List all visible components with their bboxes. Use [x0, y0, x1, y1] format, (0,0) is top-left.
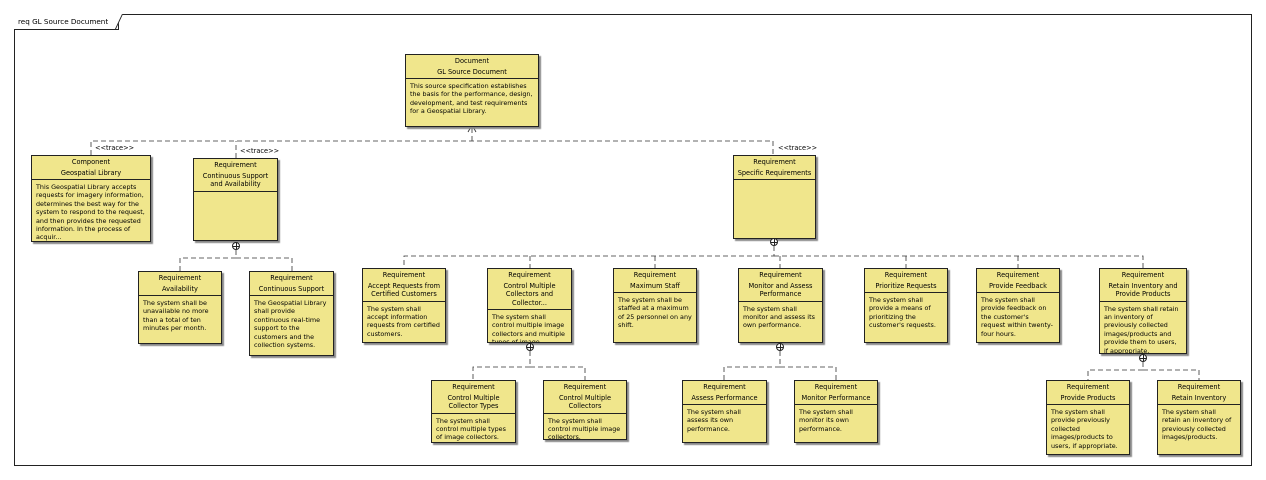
containment-icon-csa [232, 242, 240, 250]
box-text: The system shall assess its own performa… [683, 404, 766, 436]
box-name: Availability [162, 284, 198, 293]
trace-label-spec: <<trace>> [778, 144, 818, 152]
box-kind: Component [71, 158, 111, 166]
box-name: GL Source Document [437, 67, 507, 76]
box-name: Retain Inventory [1171, 393, 1227, 402]
box-text: The system shall provide previously coll… [1047, 404, 1129, 453]
requirement-specific-requirements[interactable]: Requirement Specific Requirements [733, 155, 816, 239]
box-name: Provide Feedback [989, 281, 1047, 290]
requirement-retain-inventory[interactable]: Requirement Retain Inventory The system … [1157, 380, 1241, 455]
requirement-prioritize-requests[interactable]: Requirement Prioritize Requests The syst… [864, 268, 948, 343]
requirement-provide-feedback[interactable]: Requirement Provide Feedback The system … [976, 268, 1060, 343]
box-text: The system shall provide feedback on the… [977, 292, 1059, 341]
box-name: Provide Products [1060, 393, 1116, 402]
box-text: The system shall be unavailable no more … [139, 295, 221, 336]
box-text [194, 190, 277, 198]
box-kind: Requirement [158, 274, 202, 282]
box-kind: Requirement [633, 271, 677, 279]
box-text: The system shall retain an inventory of … [1100, 300, 1186, 353]
box-kind: Requirement [814, 383, 858, 391]
box-name: Continuous Support and Availability [202, 171, 269, 189]
requirement-assess-performance[interactable]: Requirement Assess Performance The syste… [682, 380, 767, 443]
requirement-provide-products[interactable]: Requirement Provide Products The system … [1046, 380, 1130, 455]
box-name: Prioritize Requests [875, 281, 937, 290]
requirement-accept-requests[interactable]: Requirement Accept Requests from Certifi… [362, 268, 446, 343]
component-geospatial-library[interactable]: Component Geospatial Library This Geospa… [31, 155, 151, 242]
box-name: Monitor Performance [801, 393, 871, 402]
box-name: Control Multiple Collectors and Collecto… [503, 281, 556, 307]
requirement-continuous-support-availability[interactable]: Requirement Continuous Support and Avail… [193, 158, 278, 241]
containment-icon-map [776, 343, 784, 351]
containment-icon-cmcc [526, 343, 534, 351]
box-kind: Requirement [996, 271, 1040, 279]
requirement-control-multiple-collectors[interactable]: Requirement Control Multiple Collectors … [543, 380, 627, 440]
box-text [734, 179, 815, 186]
trace-label-component: <<trace>> [95, 144, 135, 152]
requirement-maximum-staff[interactable]: Requirement Maximum Staff The system sha… [613, 268, 697, 343]
box-text: The system shall retain an inventory of … [1158, 404, 1240, 445]
box-kind: Document [454, 57, 490, 65]
box-text: The system shall be staffed at a maximum… [614, 292, 696, 333]
requirement-control-multiple-collectors-types[interactable]: Requirement Control Multiple Collectors … [487, 268, 572, 343]
box-name: Control Multiple Collector Types [447, 393, 500, 411]
box-text: The system shall monitor and assess its … [739, 300, 822, 333]
box-kind: Requirement [270, 274, 313, 282]
frame-label: req GL Source Document [14, 14, 120, 30]
box-kind: Requirement [884, 271, 928, 279]
box-kind: Requirement [703, 383, 746, 391]
box-kind: Requirement [753, 158, 796, 166]
box-kind: Requirement [1121, 271, 1165, 279]
box-kind: Requirement [1177, 383, 1221, 391]
box-text: The system shall accept information requ… [363, 300, 445, 342]
requirement-availability[interactable]: Requirement Availability The system shal… [138, 271, 222, 344]
box-name: Retain Inventory and Provide Products [1108, 281, 1178, 299]
requirement-monitor-assess-performance[interactable]: Requirement Monitor and Assess Performan… [738, 268, 823, 343]
box-name: Geospatial Library [60, 168, 122, 177]
box-text: The system shall provide a means of prio… [865, 292, 947, 333]
containment-icon-spec [770, 238, 778, 246]
box-name: Assess Performance [691, 393, 758, 402]
containment-icon-ripp [1139, 354, 1147, 362]
box-kind: Requirement [452, 383, 495, 391]
box-name: Control Multiple Collectors [558, 393, 612, 411]
box-text: The system shall control multiple types … [432, 412, 515, 443]
box-name: Specific Requirements [737, 168, 812, 177]
box-kind: Requirement [759, 271, 802, 279]
box-kind: Requirement [563, 383, 607, 391]
box-text: The system shall monitor its own perform… [795, 404, 877, 436]
box-name: Accept Requests from Certified Customers [367, 281, 441, 299]
trace-label-csa: <<trace>> [240, 147, 280, 155]
box-text: The Geospatial Library shall provide con… [250, 295, 333, 352]
box-name: Monitor and Assess Performance [748, 281, 813, 299]
box-name: Maximum Staff [630, 281, 680, 290]
box-kind: Requirement [1066, 383, 1110, 391]
box-text: This source specification establishes th… [406, 78, 538, 119]
box-kind: Requirement [382, 271, 426, 279]
box-kind: Requirement [508, 271, 551, 279]
requirement-control-multiple-collector-types[interactable]: Requirement Control Multiple Collector T… [431, 380, 516, 443]
document-gl-source[interactable]: Document GL Source Document This source … [405, 54, 539, 127]
box-text: The system shall control multiple image … [544, 412, 626, 439]
box-text: This Geospatial Library accepts requests… [32, 179, 150, 241]
requirement-continuous-support[interactable]: Requirement Continuous Support The Geosp… [249, 271, 334, 356]
box-name: Continuous Support [258, 284, 325, 293]
box-kind: Requirement [214, 161, 257, 169]
requirement-retain-inventory-provide-products[interactable]: Requirement Retain Inventory and Provide… [1099, 268, 1187, 354]
requirement-monitor-performance[interactable]: Requirement Monitor Performance The syst… [794, 380, 878, 443]
box-text: The system shall control multiple image … [488, 309, 571, 342]
